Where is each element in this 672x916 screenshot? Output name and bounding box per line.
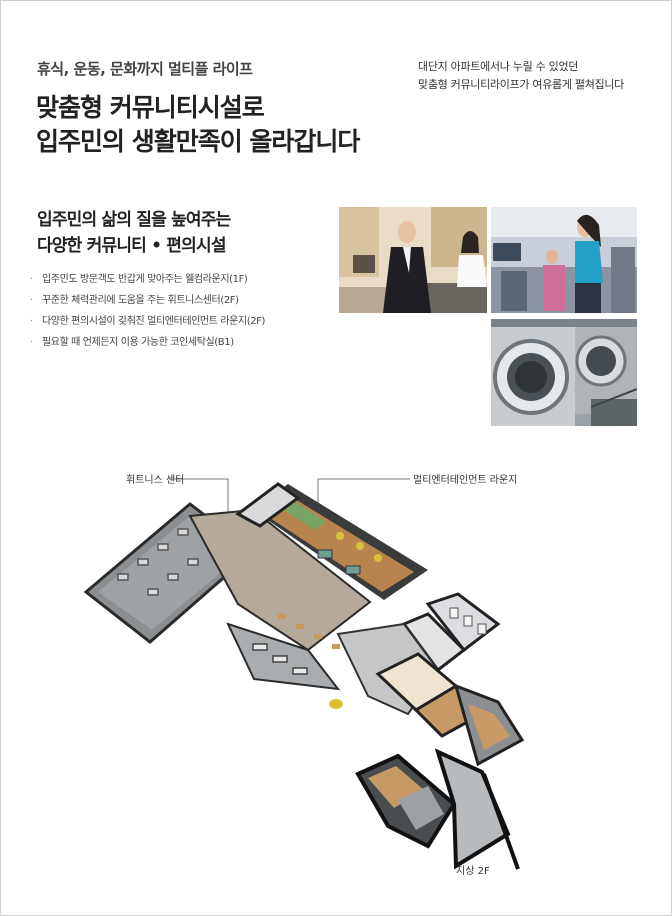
page-subtitle: 휴식, 운동, 문화까지 멀티플 라이프 [37, 60, 253, 78]
facility-list: 입주민도 방문객도 반갑게 맞아주는 웰컴라운지(1F) 꾸준한 체력관리에 도… [30, 270, 265, 354]
section-title-line2: 다양한 커뮤니티 • 편의시설 [37, 236, 226, 256]
facility-item: 입주민도 방문객도 반갑게 맞아주는 웰컴라운지(1F) [30, 270, 265, 291]
intro-text-line1: 대단지 아파트에서나 누릴 수 있었던 [418, 60, 579, 73]
floor-label: 지상 2F [456, 866, 490, 877]
section-title-line1: 입주민의 삶의 질을 높여주는 [37, 210, 231, 230]
page-title-line2: 입주민의 생활만족이 올라갑니다 [36, 127, 360, 156]
fitness-center-label: 휘트니스 센터 [126, 475, 185, 486]
page-title-line1: 맞춤형 커뮤니티시설로 [36, 93, 265, 122]
floor-plan-illustration [78, 474, 538, 884]
facility-item: 다양한 편의시설이 갖춰진 멀티엔터테인먼트 라운지(2F) [30, 312, 265, 333]
intro-text-line2: 맞춤형 커뮤니티라이프가 여유롭게 펼쳐집니다 [418, 78, 624, 91]
coin-laundry-photo [491, 319, 637, 426]
multi-entertainment-lounge-label: 멀티엔터테인먼트 라운지 [413, 475, 518, 486]
facility-item: 꾸준한 체력관리에 도움을 주는 휘트니스센터(2F) [30, 291, 265, 312]
fitness-center-photo [491, 207, 637, 313]
welcome-lounge-photo [339, 207, 487, 313]
facility-item: 필요할 때 언제든지 이용 가능한 코인세탁실(B1) [30, 333, 265, 354]
